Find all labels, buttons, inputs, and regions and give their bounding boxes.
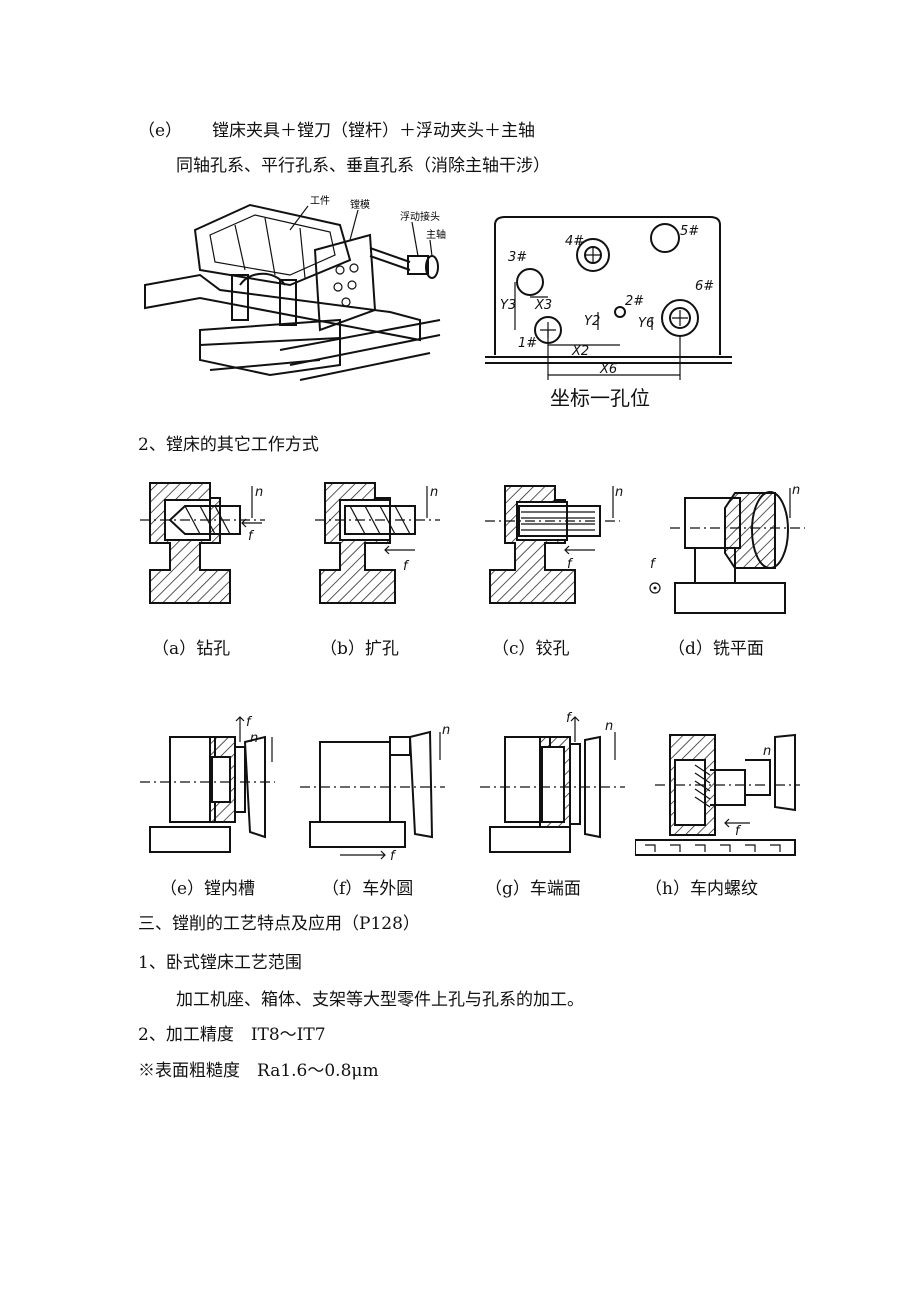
rotation-symbol: n	[605, 719, 613, 734]
section-e-label: （e）	[138, 121, 183, 141]
rotation-symbol: n	[763, 744, 771, 759]
feed-symbol: f	[735, 824, 742, 839]
section-2-heading: 2、镗床的其它工作方式	[138, 435, 319, 455]
section-3-heading: 三、镗削的工艺特点及应用（P128）	[138, 914, 420, 934]
label-floating-chuck: 浮动接头	[400, 210, 440, 223]
drilling-figure: n f	[140, 478, 270, 608]
dim-y6: Y6	[638, 316, 654, 331]
hole-label-2: 2#	[625, 294, 644, 309]
rotation-symbol: n	[615, 485, 623, 500]
feed-symbol: f	[567, 557, 574, 572]
feed-symbol: f	[403, 559, 410, 574]
dim-x6: X6	[599, 362, 617, 377]
coordinate-hole-figure: 3# 4# 5# 2# 6# 1# Y3 X3 Y2 X2 Y6 X6 坐标一孔…	[480, 205, 740, 420]
caption-reaming: （c）铰孔	[492, 639, 570, 659]
hole-label-6: 6#	[695, 279, 714, 294]
face-turning-figure: f n	[480, 712, 630, 857]
section-e-text: 镗床夹具＋镗刀（镗杆）＋浮动夹头＋主轴	[212, 121, 535, 141]
reaming-figure: n f	[485, 478, 625, 608]
label-spindle: 主轴	[426, 228, 446, 241]
core-drilling-figure: n f	[315, 478, 445, 608]
rotation-symbol: n	[442, 723, 450, 738]
dim-x3: X3	[534, 298, 552, 313]
rotation-symbol: n	[255, 485, 263, 500]
rotation-symbol: n	[430, 485, 438, 500]
caption-face-turning: （g）车端面	[485, 879, 581, 899]
section-3-item2: 2、加工精度 IT8～IT7	[138, 1025, 326, 1045]
section-e-note: 同轴孔系、平行孔系、垂直孔系（消除主轴干涉）	[176, 156, 550, 176]
outer-turning-figure: n f	[300, 712, 450, 862]
hole-label-3: 3#	[508, 250, 527, 265]
caption-core-drilling: （b）扩孔	[320, 639, 399, 659]
caption-internal-thread: （h）车内螺纹	[645, 879, 758, 899]
caption-drilling: （a）钻孔	[152, 639, 231, 659]
dim-y2: Y2	[584, 314, 600, 329]
feed-symbol: f	[246, 715, 253, 730]
dim-y3: Y3	[500, 298, 516, 313]
section-3-item3: ※表面粗糙度 Ra1.6～0.8μm	[138, 1061, 379, 1081]
boring-fixture-figure: 工件 镗模 浮动接头 主轴	[140, 190, 450, 420]
feed-symbol: f	[390, 849, 397, 862]
hole-label-4: 4#	[565, 234, 584, 249]
hole-label-1: 1#	[518, 336, 537, 351]
rotation-symbol: n	[792, 483, 800, 498]
coordinate-caption: 坐标一孔位	[550, 386, 650, 410]
feed-symbol: f	[650, 557, 657, 572]
section-3-item1-text: 加工机座、箱体、支架等大型零件上孔与孔系的加工。	[176, 990, 584, 1010]
caption-outer-turning: （f）车外圆	[322, 879, 414, 899]
milling-figure: n f	[640, 478, 810, 618]
label-workpiece: 工件	[310, 195, 330, 207]
feed-symbol: f	[248, 529, 255, 544]
hole-label-5: 5#	[680, 224, 699, 239]
internal-thread-figure: n f	[635, 715, 805, 860]
section-3-item1-title: 1、卧式镗床工艺范围	[138, 953, 302, 973]
feed-symbol: f	[566, 712, 573, 726]
label-boring-template: 镗模	[350, 198, 370, 211]
groove-boring-figure: f n	[140, 712, 280, 857]
rotation-symbol: n	[250, 731, 258, 746]
dim-x2: X2	[571, 344, 589, 359]
caption-groove-boring: （e）镗内槽	[160, 879, 256, 899]
caption-face-milling: （d）铣平面	[668, 639, 764, 659]
